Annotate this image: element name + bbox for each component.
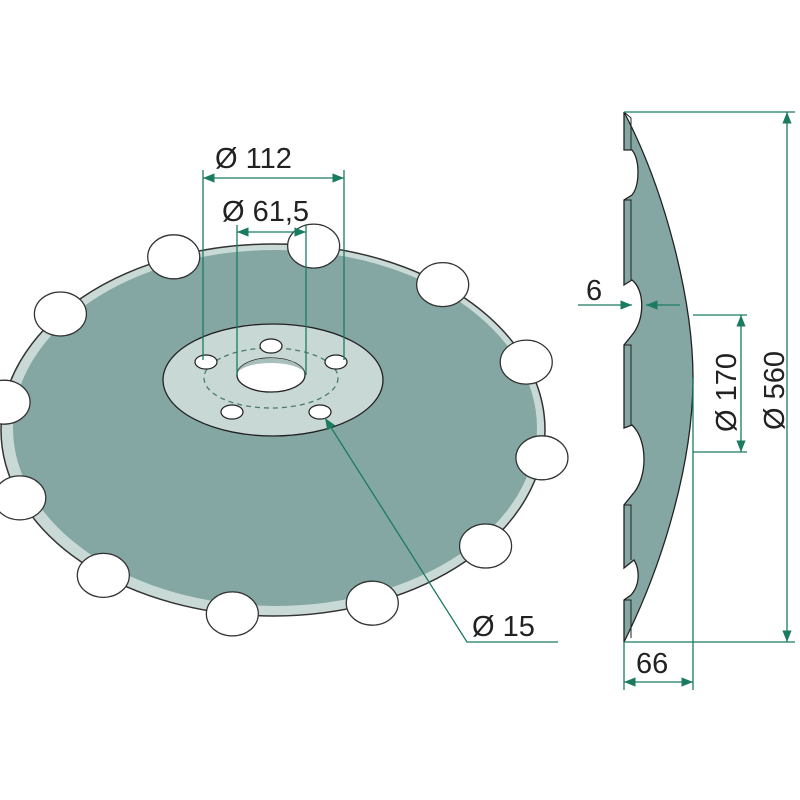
notch [33,291,88,337]
disc-side-view [623,111,694,643]
disc-front-view [0,223,569,637]
leader-hole [324,417,558,643]
dim-hub: Ø 170 [711,353,743,432]
bolt-hole [324,354,348,370]
side-dimensions: Ø 170 Ø 560 66 6 [578,111,795,690]
notch [147,234,201,280]
bolt-hole [308,404,332,420]
bolt-hole [194,354,218,370]
dim-bolt-circle: Ø 61,5 [222,196,309,228]
bolt-hole [259,338,283,354]
notch [76,552,130,599]
notch [0,475,47,521]
notch [0,379,31,425]
dim-thickness: 6 [586,275,602,307]
notches [0,223,569,637]
notch [499,339,553,385]
front-dimensions: Ø 112 Ø 61,5 Ø 15 [202,143,558,643]
dim-bolt-outer: Ø 112 [215,143,292,175]
side-profile [623,111,694,643]
bolt-holes [194,338,348,420]
notch [286,223,341,269]
dim-concavity: 66 [636,648,668,680]
dim-hole: Ø 15 [472,611,535,643]
center-hole-wall [237,358,305,375]
notch [416,261,470,308]
dim-diameter: Ø 560 [759,351,791,430]
notch [205,591,260,637]
notch [515,435,569,481]
notch [458,523,513,569]
notch [345,580,399,626]
bolt-hole [220,404,244,420]
side-bevel [623,111,632,638]
